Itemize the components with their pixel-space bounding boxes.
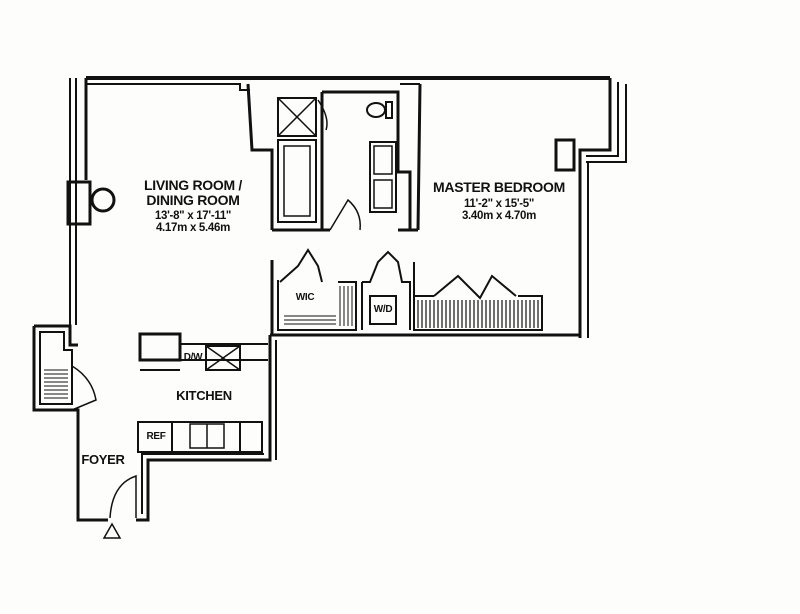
master-bedroom-dimensions: 11'-2" x 15'-5" 3.40m x 4.70m: [414, 198, 584, 222]
living-room-dim-imperial: 13'-8" x 17'-11": [154, 210, 232, 222]
living-room-name-line2: DINING ROOM: [146, 192, 240, 208]
master-bedroom-dim-metric: 3.40m x 4.70m: [461, 210, 537, 222]
living-room-dimensions: 13'-8" x 17'-11" 4.17m x 5.46m: [118, 210, 268, 234]
refrigerator-label: REF: [146, 431, 166, 442]
master-bedroom-dim-imperial: 11'-2" x 15'-5": [463, 198, 535, 210]
living-room-dim-metric: 4.17m x 5.46m: [155, 222, 231, 234]
master-bedroom-name: MASTER BEDROOM: [433, 179, 565, 195]
living-room-name-line1: LIVING ROOM /: [144, 177, 242, 193]
washer-dryer-label: W/D: [373, 304, 393, 315]
dishwasher-label: D/W: [183, 352, 203, 363]
kitchen-label: KITCHEN: [176, 388, 232, 403]
wic-label: WIC: [295, 292, 315, 303]
living-room-label: LIVING ROOM / DINING ROOM: [118, 178, 268, 208]
foyer-label: FOYER: [81, 452, 125, 467]
